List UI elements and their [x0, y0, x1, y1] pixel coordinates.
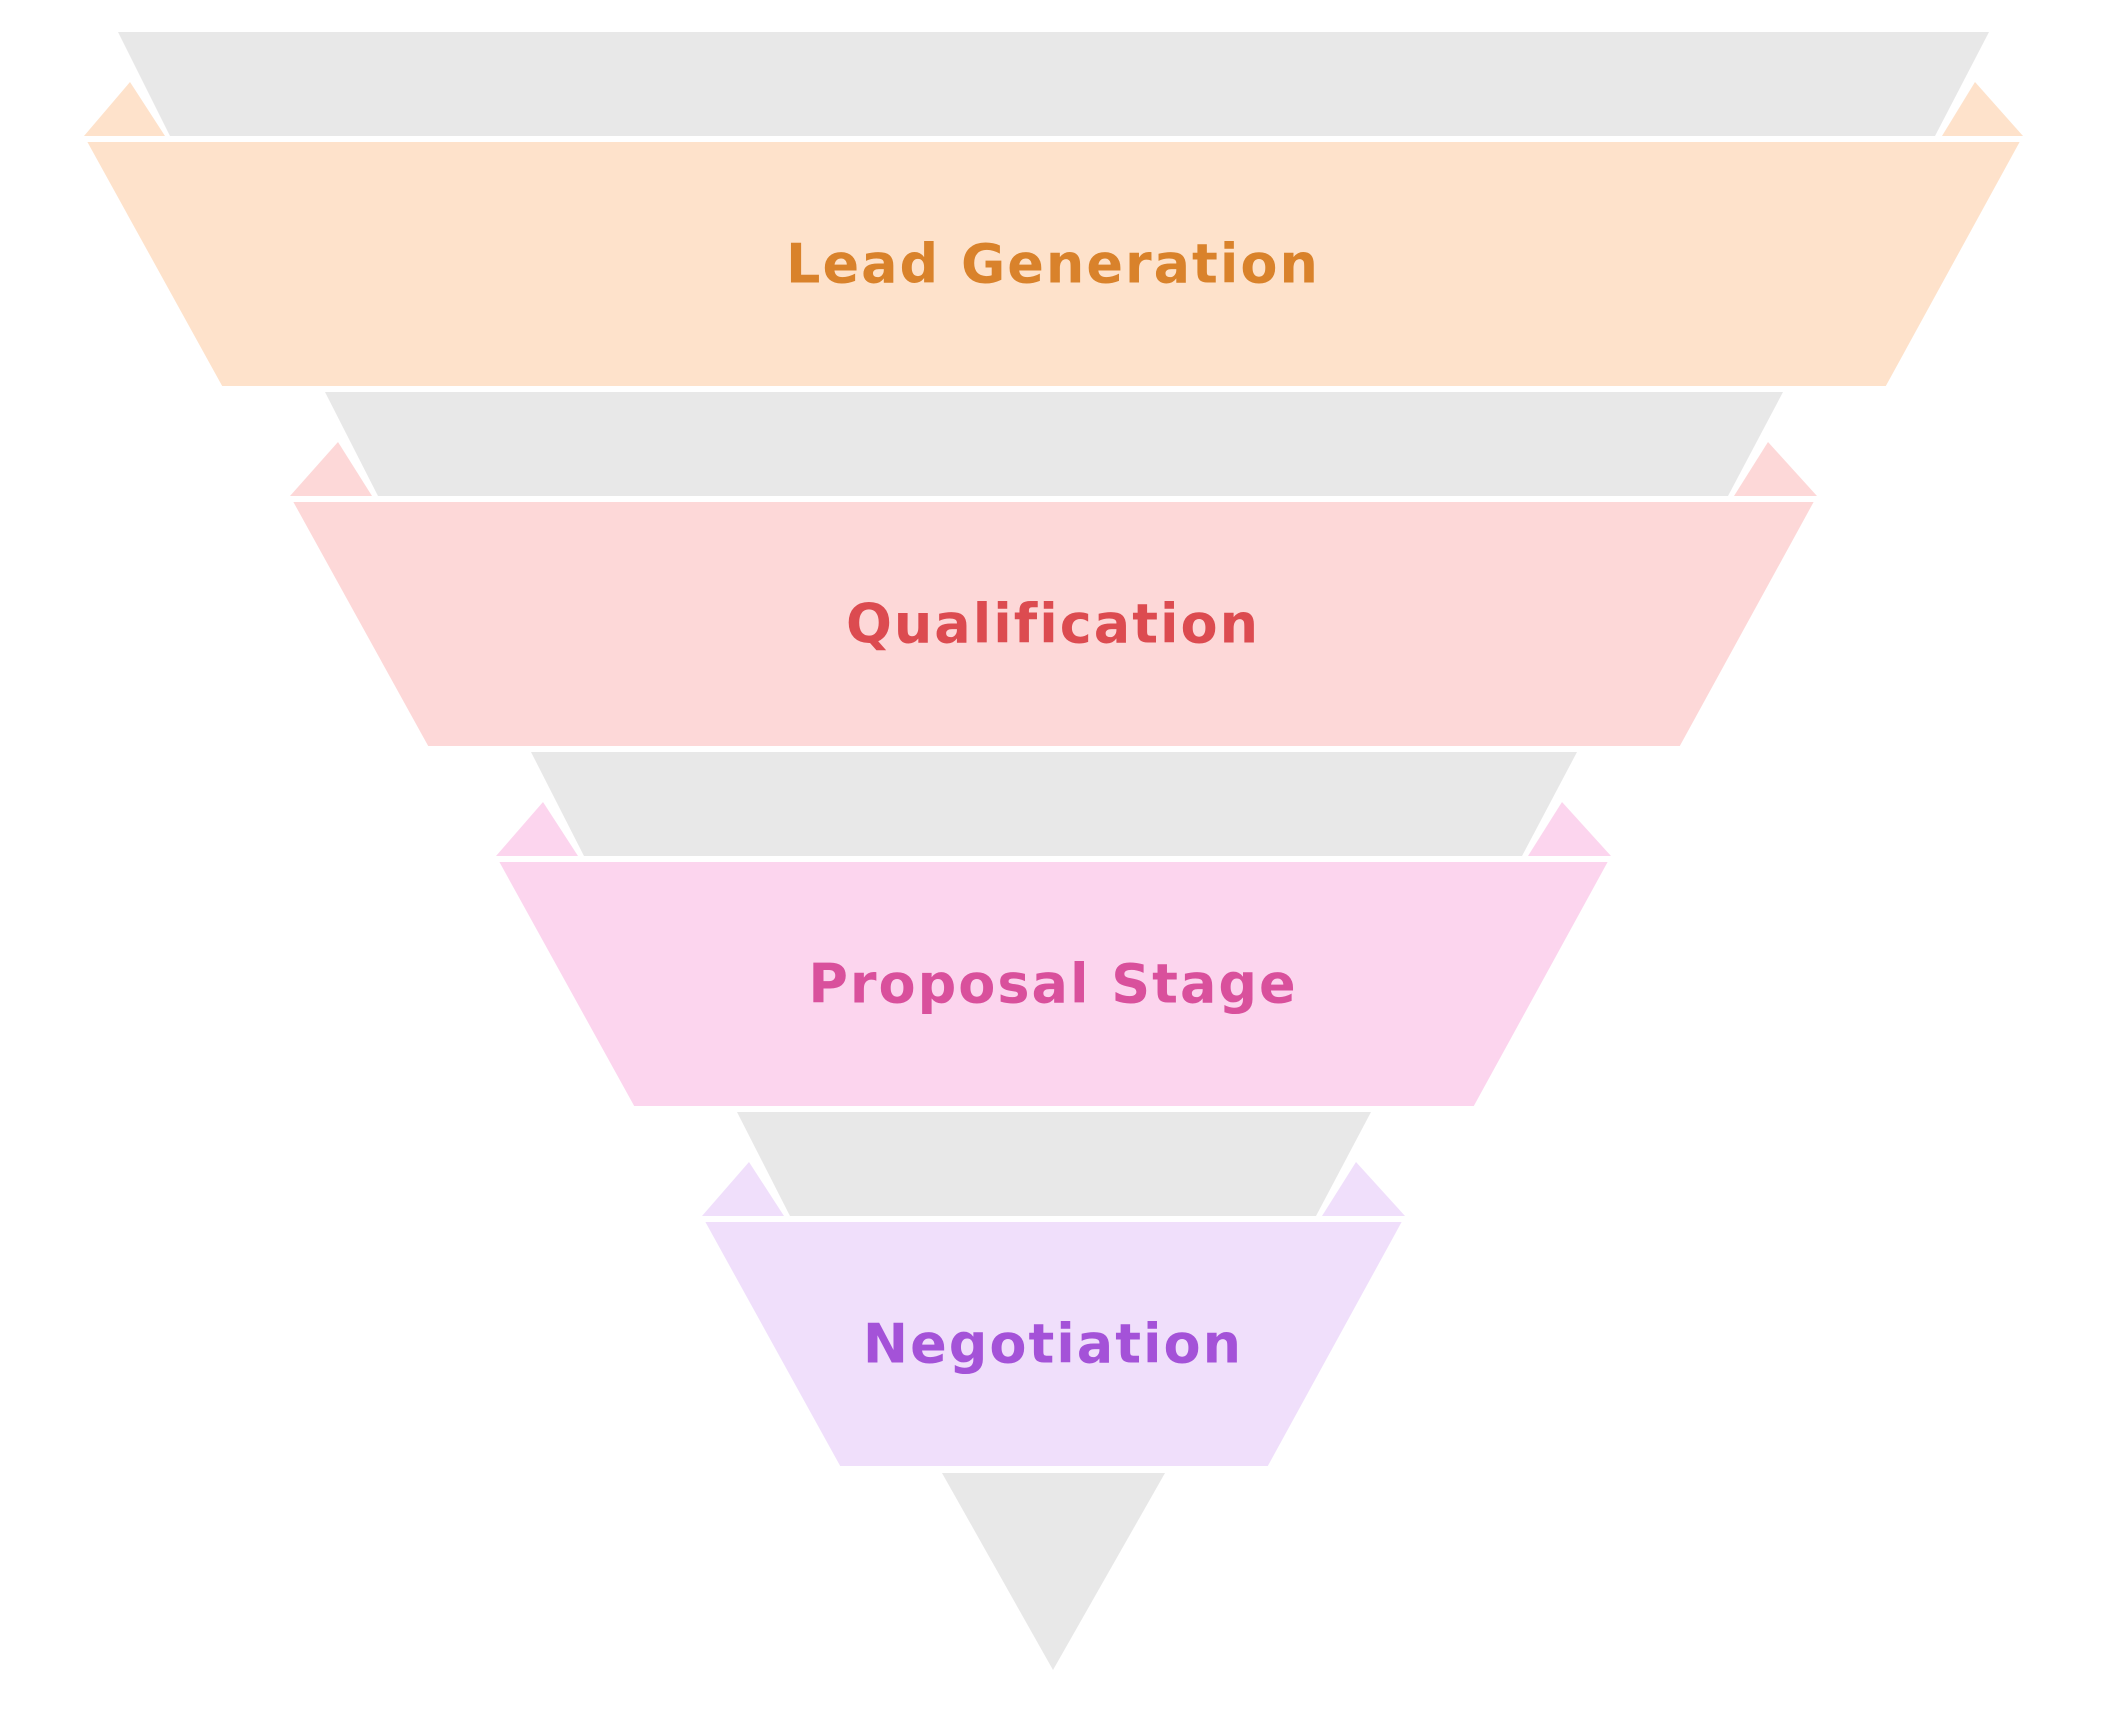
funnel-side-flap-right-2 [1734, 442, 1817, 496]
funnel-band-4 [698, 1218, 1409, 1470]
stage-label-proposal-stage: Proposal Stage [808, 953, 1297, 1016]
funnel-shadow-band-1 [118, 32, 1989, 136]
funnel-stage-proposal: Proposal Stage [492, 752, 1615, 1110]
funnel-side-flap-right-1 [1942, 82, 2023, 136]
funnel-tip [942, 1473, 1165, 1670]
funnel-shadow-band-3 [531, 752, 1577, 856]
stage-label-negotiation: Negotiation [863, 1313, 1243, 1376]
stage-label-qualification: Qualification [846, 593, 1260, 656]
funnel-band-1 [80, 138, 2027, 390]
funnel-band-3 [492, 858, 1615, 1110]
funnel-shadow-band-4 [737, 1112, 1371, 1216]
funnel-band-2 [286, 498, 1821, 750]
funnel-side-flap-left-3 [496, 802, 578, 856]
funnel-stage-negotiation: Negotiation [698, 1112, 1409, 1470]
funnel-stage-lead-generation: Lead Generation [80, 32, 2027, 390]
funnel-shadow-band-2 [325, 392, 1783, 496]
funnel-side-flap-left-2 [290, 442, 372, 496]
funnel-side-flap-right-3 [1528, 802, 1611, 856]
stage-label-lead-generation: Lead Generation [786, 233, 1320, 296]
funnel-side-flap-left-1 [84, 82, 165, 136]
funnel-side-flap-left-4 [702, 1162, 784, 1216]
funnel-stage-qualification: Qualification [286, 392, 1821, 750]
funnel-side-flap-right-4 [1322, 1162, 1405, 1216]
